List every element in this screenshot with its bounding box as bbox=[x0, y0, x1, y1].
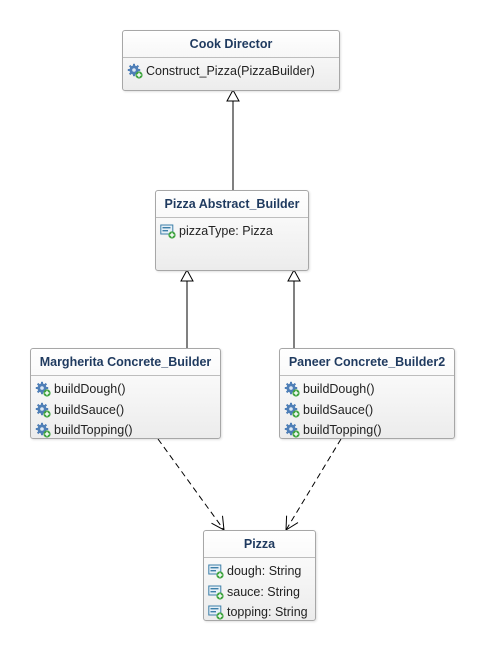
generalization-arrowhead-director bbox=[226, 88, 240, 102]
member-label: pizzaType: Pizza bbox=[179, 224, 273, 239]
member-label: Construct_Pizza(PizzaBuilder) bbox=[146, 64, 315, 79]
generalization-arrowhead-abstract-right bbox=[287, 268, 301, 282]
class-members: pizzaType: Pizza bbox=[156, 218, 308, 242]
dependency-line-margherita-to-pizza bbox=[157, 438, 225, 531]
member-label: buildSauce() bbox=[54, 402, 125, 417]
method-gear-icon bbox=[284, 381, 300, 397]
member-label: buildTopping() bbox=[54, 423, 133, 438]
class-member[interactable]: dough: String bbox=[204, 561, 315, 582]
class-pizza[interactable]: Pizza dough: String sauce: String toppin… bbox=[203, 530, 316, 621]
method-gear-icon bbox=[35, 402, 51, 418]
class-title: Pizza bbox=[204, 531, 315, 558]
class-member[interactable]: sauce: String bbox=[204, 582, 315, 603]
member-label: topping: String bbox=[227, 605, 308, 620]
class-member[interactable]: buildDough() bbox=[280, 379, 454, 400]
class-pizza-abstract-builder[interactable]: Pizza Abstract_Builder pizzaType: Pizza bbox=[155, 190, 309, 271]
class-member[interactable]: buildSauce() bbox=[280, 400, 454, 421]
member-label: sauce: String bbox=[227, 584, 300, 599]
method-gear-icon bbox=[284, 402, 300, 418]
field-icon bbox=[160, 223, 176, 239]
method-gear-icon bbox=[284, 422, 300, 438]
field-icon bbox=[208, 604, 224, 620]
dependency-arrowhead-margherita bbox=[211, 515, 225, 531]
class-paneer-concrete-builder2[interactable]: Paneer Concrete_Builder2 buildDough() bu… bbox=[279, 348, 455, 439]
class-title: Paneer Concrete_Builder2 bbox=[280, 349, 454, 376]
method-gear-icon bbox=[127, 63, 143, 79]
class-title: Pizza Abstract_Builder bbox=[156, 191, 308, 218]
class-member[interactable]: buildSauce() bbox=[31, 400, 220, 421]
class-member[interactable]: buildTopping() bbox=[280, 420, 454, 441]
method-gear-icon bbox=[35, 381, 51, 397]
generalization-arrowhead-abstract-left bbox=[180, 268, 194, 282]
class-members: Construct_Pizza(PizzaBuilder) bbox=[123, 58, 339, 82]
member-label: dough: String bbox=[227, 564, 302, 579]
class-member[interactable]: topping: String bbox=[204, 602, 315, 623]
class-title: Cook Director bbox=[123, 31, 339, 58]
class-members: buildDough() buildSauce() buildTopping() bbox=[31, 376, 220, 441]
class-member[interactable]: Construct_Pizza(PizzaBuilder) bbox=[123, 61, 339, 82]
member-label: buildSauce() bbox=[303, 402, 374, 417]
field-icon bbox=[208, 563, 224, 579]
class-member[interactable]: buildTopping() bbox=[31, 420, 220, 441]
member-label: buildDough() bbox=[303, 382, 375, 397]
dependency-line-paneer-to-pizza bbox=[285, 438, 342, 531]
class-cook-director[interactable]: Cook Director Construct_Pizza(PizzaBuild… bbox=[122, 30, 340, 91]
member-label: buildTopping() bbox=[303, 423, 382, 438]
class-margherita-concrete-builder[interactable]: Margherita Concrete_Builder buildDough()… bbox=[30, 348, 221, 439]
class-members: dough: String sauce: String topping: Str… bbox=[204, 558, 315, 623]
class-member[interactable]: buildDough() bbox=[31, 379, 220, 400]
member-label: buildDough() bbox=[54, 382, 126, 397]
class-member[interactable]: pizzaType: Pizza bbox=[156, 221, 308, 242]
method-gear-icon bbox=[35, 422, 51, 438]
class-title: Margherita Concrete_Builder bbox=[31, 349, 220, 376]
field-icon bbox=[208, 584, 224, 600]
class-members: buildDough() buildSauce() buildTopping() bbox=[280, 376, 454, 441]
